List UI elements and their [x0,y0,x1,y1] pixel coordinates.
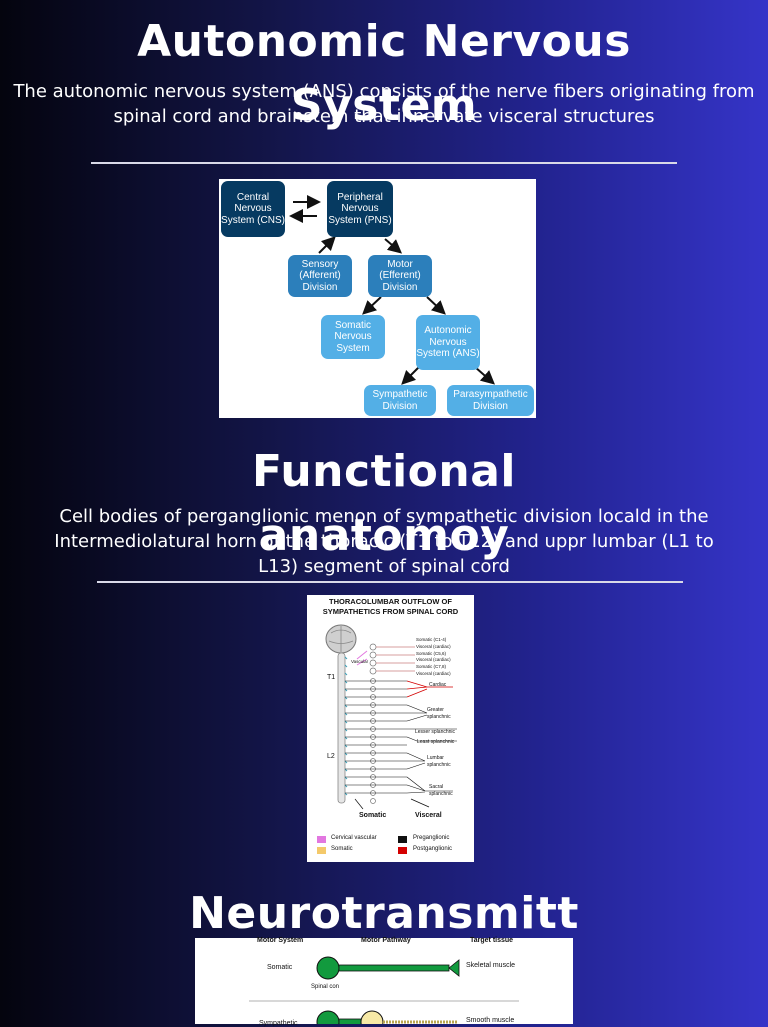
arrow-ans-to-sympathetic [401,366,420,385]
somatic-terminal [448,959,460,977]
greater-splanchnic-label: splanchnic [427,713,451,720]
figure-title-line1: THORACOLUMBAR OUTFLOW OF [329,597,452,606]
row-somatic-label: Somatic [267,964,293,971]
section-divider [97,581,683,583]
visceral-cardiac-label: Visceral (cardiac) [416,670,451,676]
somatic-caption: Somatic [359,812,387,819]
functional-anatomy-title: Functional anatomoy [251,446,517,561]
header-motor-system: Motor System [257,937,304,944]
figure-title-line2: SYMPATHETICS FROM SPINAL CORD [322,607,459,616]
somatic-c56-label: Somatic (C5,6) [416,650,447,656]
motor-pathway-figure: Motor System Motor Pathway Target tissue… [195,937,573,1027]
somatic-neuron-body [316,956,340,980]
diagram-arrows [289,195,495,385]
sympathetic-ganglion-body [360,1010,384,1024]
sacral-splanchnic-label: splanchnic [429,790,453,797]
spinal-cord-label: Spinal con [311,984,340,990]
least-splanchnic-label: Least splanchnic [417,739,455,745]
legend-preganglionic: Preganglionic [413,835,450,841]
arrow-motor-to-ans [426,296,446,315]
spinal-cord-illustration [325,624,457,810]
ans-description: The autonomic nervous system (ANS) consi… [13,81,755,127]
visceral-caption: Visceral [415,812,442,819]
visceral-cardiac-label: Visceral (cardiac) [416,643,451,649]
visceral-cardiac-label: Visceral (cardiac) [416,657,451,663]
smooth-muscle-label: Smooth muscle [466,1017,515,1024]
lesser-splanchnic-label: Lesser splanchnic [415,729,456,735]
skeletal-muscle-label: Skeletal muscle [466,962,516,969]
arrow-ans-to-parasympathetic [474,366,495,385]
legend-postganglionic: Postganglionic [413,846,453,852]
legend-swatch-postganglionic [398,847,407,854]
lumbar-splanchnic-label: splanchnic [427,761,451,768]
ans-box: Autonomic Nervous System (ANS) [416,315,480,370]
t1-label: T1 [327,674,336,681]
arrow-sensory-to-pns [318,236,336,254]
thoracolumbar-outflow-figure: THORACOLUMBAR OUTFLOW OF SYMPATHETICS FR… [307,595,474,862]
header-motor-pathway: Motor Pathway [361,937,411,944]
ans-title: Autonomic Nervous System [137,16,631,131]
l2-label: L2 [327,753,335,760]
arrow-pns-to-motor [384,238,403,254]
greater-label: Greater [427,707,444,713]
sensory-division-box: Sensory (Afferent) Division [288,255,352,297]
somatic-nervous-system-box: Somatic Nervous System [321,315,385,359]
neurotransmitter-title: Neurotransmitt [189,888,579,939]
sympathetic-preganglionic-body [316,1010,340,1024]
legend-somatic: Somatic [331,846,353,852]
somatic-axon [338,964,450,972]
section-divider [91,162,677,164]
parasympathetic-division-box: Parasympathetic Division [447,385,534,416]
cardiac-label: Cardiac [429,682,447,688]
legend-swatch-somatic [317,847,326,854]
legend-swatch-preganglionic [398,836,407,843]
sympathetic-division-box: Sympathetic Division [364,385,436,416]
functional-anatomy-description: Cell bodies of perganglionic menon of sy… [54,506,714,577]
vascular-label: Vascular [351,659,369,664]
nervous-system-diagram: Central Nervous System (CNS) Peripheral … [219,179,536,418]
somatic-c78-label: Somatic (C7,8) [416,664,447,670]
motor-pathway-illustration [249,956,519,1024]
legend-cervical-vascular: Cervical vascular [331,835,377,841]
pns-box: Peripheral Nervous System (PNS) [327,181,393,237]
header-target-tissue: Target tissue [470,937,514,944]
motor-division-box: Motor (Efferent) Division [368,255,432,297]
lumbar-label: Lumbar [427,755,444,761]
legend-swatch-cervical-vascular [317,836,326,843]
somatic-c14-label: Somatic (C1-4) [416,637,447,642]
cns-box: Central Nervous System (CNS) [221,181,285,237]
arrow-motor-to-somatic [362,296,382,315]
sacral-label: Sacral [429,784,444,790]
